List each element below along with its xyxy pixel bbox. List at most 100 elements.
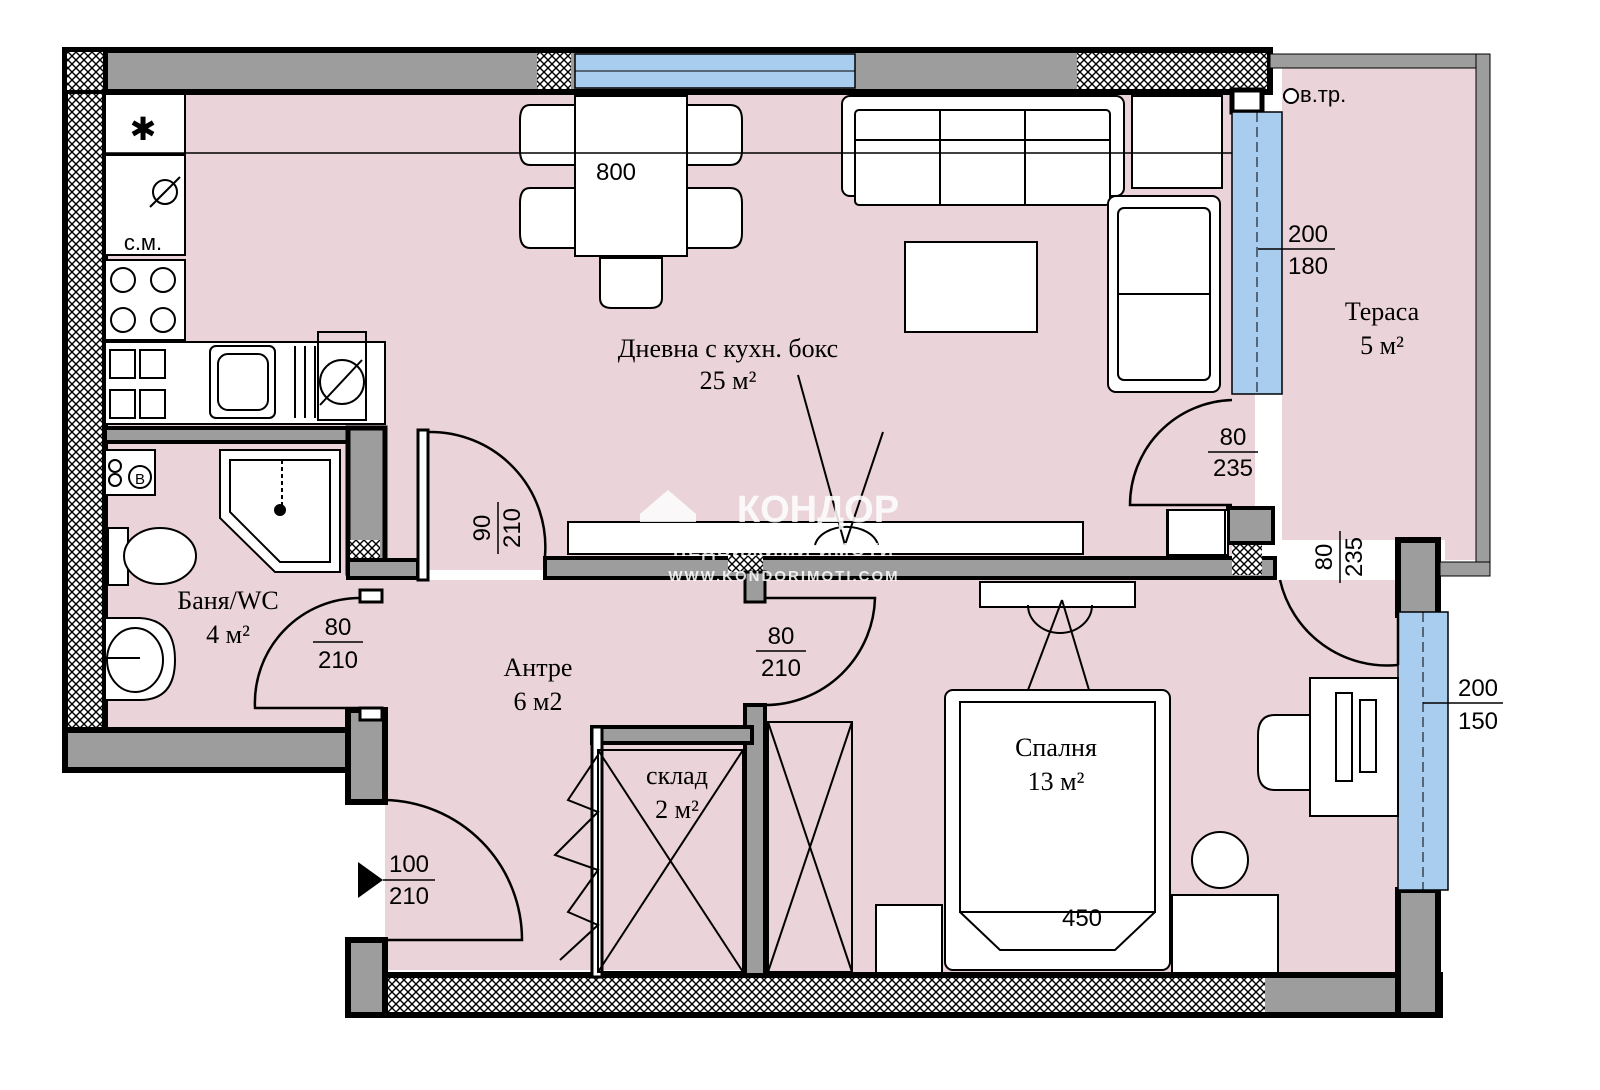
- boiler-label: B: [135, 471, 145, 488]
- window-living-width: 200: [1288, 221, 1328, 248]
- nightstand: [1171, 894, 1279, 974]
- wall-living-bedroom-hatch-b: [1232, 540, 1262, 575]
- fridge-icon: ✱: [130, 111, 157, 147]
- wall-bath-corner: [345, 707, 388, 805]
- wall-living-terrace-post: [1229, 87, 1265, 115]
- watermark-url: WWW.KONDORIMOTI.COM: [668, 568, 899, 585]
- riser-label: в.тр.: [1300, 82, 1346, 107]
- tv-bedroom: [979, 581, 1136, 608]
- door-living-swing: [427, 430, 547, 557]
- tv-units: [567, 374, 1229, 761]
- wall-storage-top: [590, 725, 754, 745]
- door-terrace-height: 235: [1213, 455, 1253, 482]
- washing-machine-icon: [152, 179, 178, 205]
- dining: [519, 95, 743, 309]
- railing-right: [1475, 53, 1491, 577]
- living-name: Дневна с кухн. бокс: [618, 334, 838, 363]
- door-bed-terrace-height: 235: [1341, 537, 1368, 577]
- door-bath-height: 210: [318, 647, 358, 674]
- door-bedroom-height: 210: [761, 655, 801, 682]
- door-living-dims: 90 210: [469, 502, 526, 554]
- doors: [253, 398, 1400, 942]
- bedroom-furniture: [875, 509, 1399, 974]
- door-bed-terrace-swing: [1278, 579, 1399, 667]
- washing-machine: [104, 154, 186, 256]
- dishwasher-icon: [319, 359, 365, 405]
- toilet: [107, 527, 129, 586]
- tv-sightline: [797, 374, 846, 546]
- watermark-house-icon: [640, 490, 696, 522]
- wall-bath-top: [103, 426, 387, 444]
- living-furniture: [105, 95, 1232, 393]
- windows: [574, 53, 1449, 891]
- bed-size: 450: [1062, 905, 1102, 932]
- dining-chair: [519, 187, 576, 249]
- hall-area: 6 м2: [514, 687, 563, 716]
- storage-cabinet: [597, 749, 744, 973]
- door-entry-swing: [384, 798, 524, 942]
- dishwasher: [317, 331, 367, 421]
- wall-hall-bedroom-top: [743, 570, 767, 604]
- window-bedroom-width: 200: [1458, 675, 1498, 702]
- bedroom-area: 13 м²: [1028, 767, 1085, 796]
- wall-hall-bedroom-low: [743, 703, 767, 977]
- bedroom-name: Спалня: [1015, 733, 1097, 762]
- bath-area: 4 м²: [206, 620, 250, 649]
- tv-console: [567, 521, 1084, 555]
- wall-living-bedroom-post: [1226, 506, 1275, 545]
- stove: [104, 259, 186, 341]
- door-entry-width: 100: [389, 851, 429, 878]
- door-terrace-swing: [1128, 398, 1233, 507]
- terrace-railing: [1269, 53, 1491, 577]
- coffee-table: [904, 241, 1038, 333]
- wall-bath-bottom-stub: [346, 558, 420, 580]
- wall-top-hatch-a: [537, 53, 571, 89]
- door-living-width: 90: [469, 515, 496, 542]
- door-bedroom-swing: [764, 596, 877, 707]
- door-bed-terrace-width: 80: [1311, 544, 1338, 571]
- storage-name: склад: [646, 761, 708, 790]
- dining-chair: [599, 257, 663, 309]
- window-bedroom-height: 150: [1458, 708, 1498, 735]
- door-bed-terrace-dims: 80 235: [1311, 531, 1368, 583]
- door-entry-height: 210: [389, 883, 429, 910]
- door-bath-swing: [253, 596, 361, 710]
- watermark-brand: КОНДОР: [737, 489, 899, 531]
- dining-chair: [519, 104, 576, 166]
- storage-fixtures: [553, 721, 853, 973]
- desk-chair: [1257, 714, 1311, 791]
- shelf-unit: [1167, 509, 1229, 556]
- interior-walls: [103, 425, 1277, 979]
- window-living-height: 180: [1288, 253, 1328, 280]
- door-living-height: 210: [499, 508, 526, 548]
- storage-area: 2 м²: [655, 795, 699, 824]
- door-bath-width: 80: [325, 614, 352, 641]
- room-labels: Дневна с кухн. бокс 25 м² Тераса 5 м² Ба…: [177, 297, 1419, 824]
- hall-name: Антре: [504, 653, 573, 682]
- entry-arrow-icon: [358, 862, 383, 898]
- terrace-area: 5 м²: [1360, 331, 1404, 360]
- fridge: [104, 93, 186, 155]
- round-stool: [1191, 831, 1249, 889]
- wall-living-stub: [416, 428, 430, 582]
- watermark-tagline: НЕДВИЖИМИ ИМОТИ: [673, 540, 895, 560]
- kitchen: ✱: [104, 93, 386, 425]
- wall-right-bedroom: [1395, 537, 1441, 618]
- wall-left: [62, 47, 108, 773]
- dining-chair: [686, 187, 743, 249]
- storage-doors: [553, 754, 600, 961]
- dining-chair: [686, 104, 743, 166]
- wall-top-left-hatch: [63, 48, 107, 94]
- wall-living-bedroom: [543, 556, 1277, 580]
- wardrobe: [767, 721, 853, 973]
- living-area: 25 м²: [700, 366, 757, 395]
- sink: [209, 345, 276, 419]
- door-bedroom-width: 80: [768, 623, 795, 650]
- door-terrace-width: 80: [1220, 424, 1247, 451]
- wall-top-hatch-b: [1077, 53, 1267, 89]
- nightstand: [875, 904, 943, 974]
- railing-top: [1269, 53, 1491, 69]
- railing-bottom: [1439, 561, 1491, 577]
- terrace-name: Тераса: [1345, 297, 1420, 326]
